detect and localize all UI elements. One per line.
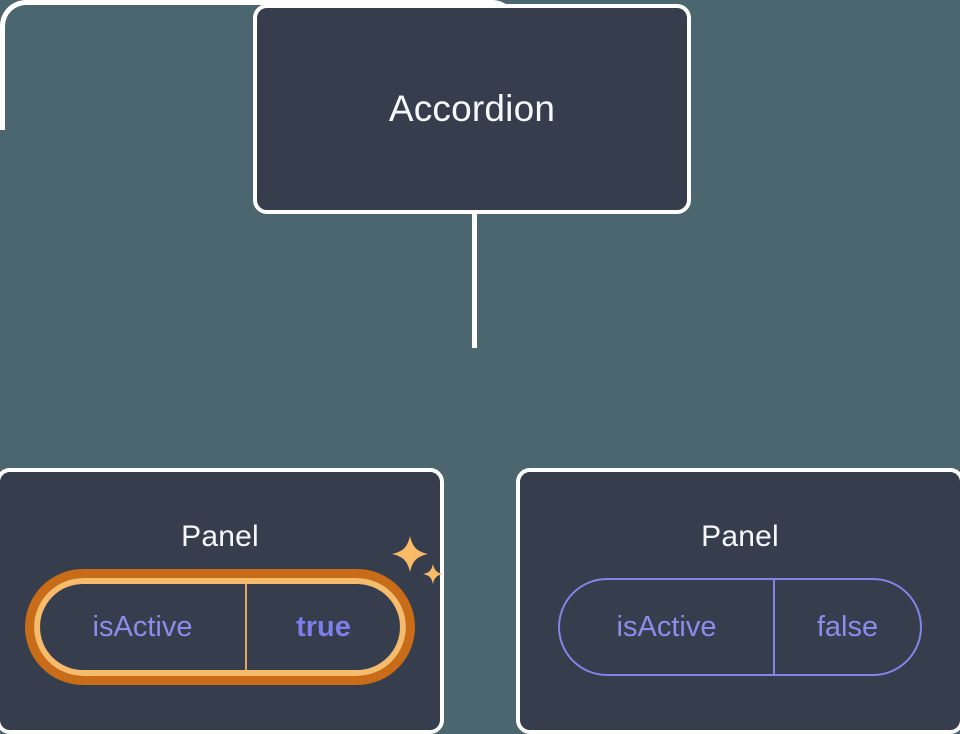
prop-key-isactive: isActive bbox=[560, 580, 775, 674]
prop-value-false: false bbox=[816, 610, 879, 643]
node-accordion-title: Accordion bbox=[388, 88, 556, 129]
prop-badge-inactive-wrapper: isActive false bbox=[558, 578, 922, 676]
prop-badge-inactive[interactable]: isActive false bbox=[558, 578, 922, 676]
prop-badge-active-wrapper: isActive true bbox=[25, 536, 443, 685]
node-panel-active-title: Panel bbox=[181, 520, 259, 553]
node-panel-active[interactable]: Panel isActive true bbox=[0, 468, 444, 734]
prop-value-true: true bbox=[296, 610, 351, 643]
edge-root-to-bus bbox=[472, 210, 477, 348]
node-accordion[interactable]: Accordion bbox=[253, 4, 691, 214]
prop-badge-active[interactable]: isActive true bbox=[25, 569, 415, 685]
prop-key-isactive: isActive bbox=[40, 584, 247, 670]
node-panel-inactive-title: Panel bbox=[701, 520, 779, 553]
node-panel-inactive[interactable]: Panel isActive false bbox=[516, 468, 960, 734]
